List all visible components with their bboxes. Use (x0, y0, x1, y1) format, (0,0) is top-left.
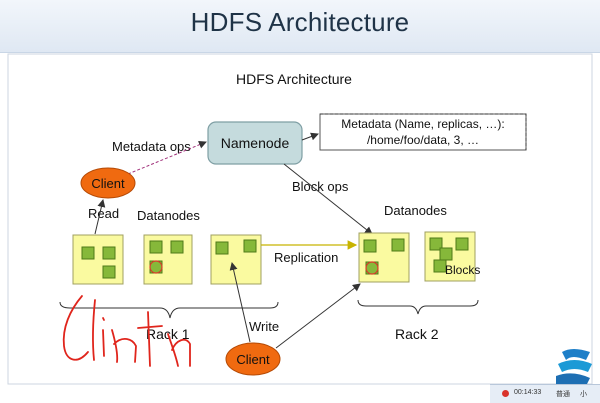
rack1-brace (59, 301, 279, 319)
datanode-rack1-1 (72, 234, 124, 285)
namenode-box (207, 121, 303, 165)
datanode-rack1-2 (143, 234, 193, 285)
rack2-brace (357, 299, 479, 315)
namenode-to-metadata-arrow (301, 132, 319, 141)
datanode-rack2-2 (424, 231, 476, 282)
block-ops-label: Block ops (292, 179, 349, 194)
datanode-rack2-1 (358, 232, 410, 283)
metadata-box (319, 113, 527, 151)
block-ops-arrow (283, 163, 373, 235)
taskbar: 00:14:33 普通 小 (490, 384, 600, 403)
slide-title: HDFS Architecture (190, 7, 410, 37)
datanodes-right-label: Datanodes (384, 203, 447, 218)
diagram-title: HDFS Architecture (236, 71, 352, 87)
metadata-line-1: Metadata (Name, replicas, …): (341, 117, 504, 131)
read-arrow (94, 199, 106, 235)
replication-label: Replication (274, 250, 338, 265)
datanode-rack1-3 (210, 234, 262, 285)
slide-frame (7, 53, 593, 385)
blocks-label: Blocks (445, 263, 480, 277)
taskbar-item-1[interactable]: 普通 (556, 391, 570, 398)
write-arrow (229, 262, 251, 343)
record-icon (502, 390, 509, 397)
client-top-label: Client (91, 176, 125, 191)
handwritten-annotation (62, 295, 191, 367)
metadata-ops-arrow (127, 140, 207, 175)
datanodes-left-label: Datanodes (137, 208, 200, 223)
write-pipeline-arrow (275, 283, 361, 349)
slide-header: HDFS Architecture (0, 0, 600, 53)
write-label: Write (249, 319, 279, 334)
client-bottom-label: Client (236, 352, 270, 367)
metadata-line-2: /home/foo/data, 3, … (367, 133, 479, 147)
metadata-ops-label: Metadata ops (112, 139, 191, 154)
client-bottom-node (225, 342, 281, 376)
read-label: Read (88, 206, 119, 221)
client-top-node (80, 167, 136, 199)
taskbar-item-2[interactable]: 小 (580, 391, 587, 398)
rack2-label: Rack 2 (395, 326, 439, 342)
namenode-label: Namenode (221, 135, 290, 151)
taskbar-time: 00:14:33 (514, 389, 542, 396)
